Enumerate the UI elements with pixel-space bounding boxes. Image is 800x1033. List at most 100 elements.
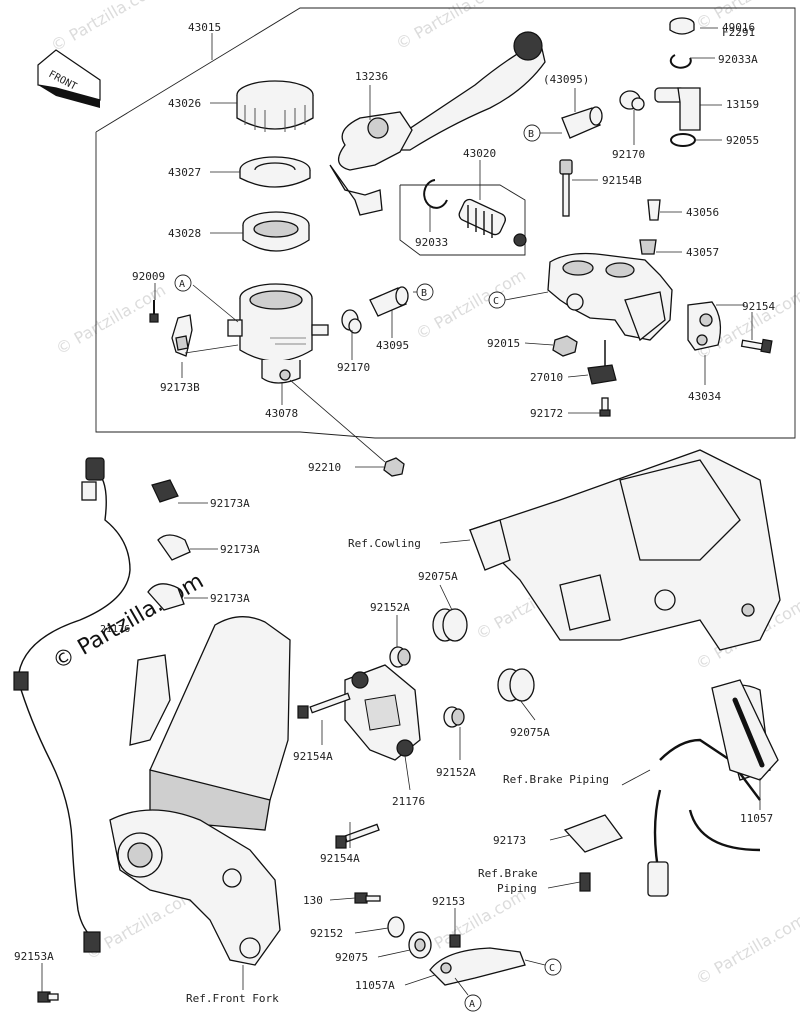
label-92154: 92154 xyxy=(742,300,775,313)
callout-A-top: A xyxy=(174,274,192,292)
switch-screw xyxy=(599,397,611,417)
label-92154A-2: 92154A xyxy=(320,852,360,865)
collar-92152 xyxy=(387,916,405,938)
hose-fitting xyxy=(654,87,701,131)
diaphragm-plate xyxy=(239,156,311,188)
label-92173B: 92173B xyxy=(160,381,200,394)
label-21176-harness: 21176 xyxy=(100,624,130,635)
front-arrow: FRONT xyxy=(37,49,101,108)
grommet-92075 xyxy=(408,931,432,959)
bolt-92153 xyxy=(449,934,461,948)
label-92170-top: 92170 xyxy=(612,148,645,161)
hose-clip xyxy=(171,314,193,357)
label-130: 130 xyxy=(303,894,323,907)
harness-clip-1 xyxy=(151,479,179,503)
reservoir-nut xyxy=(383,457,405,477)
label-92015: 92015 xyxy=(487,337,520,350)
label-92075A-2: 92075A xyxy=(510,726,550,739)
label-92009: 92009 xyxy=(132,270,165,283)
bleeder-valve xyxy=(647,199,661,221)
svg-text:C: C xyxy=(549,963,555,974)
svg-text:C: C xyxy=(493,296,499,307)
pipe-bracket xyxy=(711,679,779,781)
svg-text:A: A xyxy=(469,999,475,1010)
label-92154A-1: 92154A xyxy=(293,750,333,763)
callout-A-bottom: A xyxy=(464,994,482,1012)
collar-2 xyxy=(443,706,465,728)
watermark: © Partzilla.com xyxy=(48,0,164,55)
harness-clip-2 xyxy=(157,534,191,561)
label-92075: 92075 xyxy=(335,951,368,964)
pivot-bolt xyxy=(559,159,573,217)
callout-C-top: C xyxy=(488,291,506,309)
piston-kit-box xyxy=(399,184,526,256)
label-92055: 92055 xyxy=(726,134,759,147)
label-13236: 13236 xyxy=(355,70,388,83)
label-43020: 43020 xyxy=(463,147,496,160)
label-92173A-3: 92173A xyxy=(210,592,250,605)
label-43028: 43028 xyxy=(168,227,201,240)
callout-C-bottom: C xyxy=(544,958,562,976)
brake-piping xyxy=(647,738,761,897)
brake-light-switch xyxy=(587,340,617,385)
label-27010: 27010 xyxy=(530,371,563,384)
label-92154B: 92154B xyxy=(602,174,642,187)
harness-clip-3 xyxy=(147,583,185,611)
svg-text:B: B xyxy=(528,129,534,140)
sensor-bracket-11057A xyxy=(429,947,526,986)
label-43095: 43095 xyxy=(376,339,409,352)
abs-bolt-1 xyxy=(297,692,351,719)
abs-unit xyxy=(344,664,421,761)
label-92173: 92173 xyxy=(493,834,526,847)
grommet-1 xyxy=(432,608,468,642)
label-ref-front-fork: Ref.Front Fork xyxy=(186,992,279,1005)
brake-lever xyxy=(329,31,546,216)
svg-text:B: B xyxy=(421,288,427,299)
label-ref-brake-piping-2b: Piping xyxy=(497,882,537,895)
holder-bolt xyxy=(740,338,773,354)
bolt-130 xyxy=(354,892,381,904)
label-92033: 92033 xyxy=(415,236,448,249)
label-43057: 43057 xyxy=(686,246,719,259)
label-43056: 43056 xyxy=(686,206,719,219)
label-43026: 43026 xyxy=(168,97,201,110)
label-92075A-1: 92075A xyxy=(418,570,458,583)
svg-text:A: A xyxy=(179,279,185,290)
label-13159: 13159 xyxy=(726,98,759,111)
label-21176: 21176 xyxy=(392,795,425,808)
part-labels: 43015 43026 43027 43028 92009 92173B 430… xyxy=(14,21,775,1005)
label-11057A: 11057A xyxy=(355,979,395,992)
label-92173A-2: 92173A xyxy=(220,543,260,556)
label-92173A-1: 92173A xyxy=(210,497,250,510)
top-hose-clamp xyxy=(619,90,645,111)
watermark: © Partzilla.com xyxy=(693,910,800,988)
master-cylinder-group-box xyxy=(95,7,796,439)
diagram-id: F2291 xyxy=(722,26,755,39)
label-43034: 43034 xyxy=(688,390,721,403)
label-92152A-2: 92152A xyxy=(436,766,476,779)
label-43078: 43078 xyxy=(265,407,298,420)
frame-bracket xyxy=(468,449,781,781)
master-cylinder-body xyxy=(547,252,673,342)
bolt-92153A xyxy=(37,991,59,1003)
piston-kit xyxy=(458,198,527,247)
label-92153: 92153 xyxy=(432,895,465,908)
front-fork xyxy=(109,616,291,966)
o-ring xyxy=(670,133,696,147)
label-49016: 49016 xyxy=(722,21,755,34)
hose-clamp xyxy=(341,309,362,334)
nut xyxy=(552,335,578,357)
label-43027: 43027 xyxy=(168,166,201,179)
label-43095-ref: (43095) xyxy=(543,73,589,86)
callout-B-right: B xyxy=(523,124,541,142)
label-11057: 11057 xyxy=(740,812,773,825)
screw xyxy=(149,300,159,323)
handlebar-holder xyxy=(687,301,722,351)
watermark: © Partzilla.com xyxy=(413,265,529,343)
small-bolt-92173 xyxy=(579,872,591,892)
abs-sensor-harness xyxy=(13,457,131,953)
snap-ring xyxy=(669,54,692,69)
label-92210: 92210 xyxy=(308,461,341,474)
circlip xyxy=(423,179,448,209)
